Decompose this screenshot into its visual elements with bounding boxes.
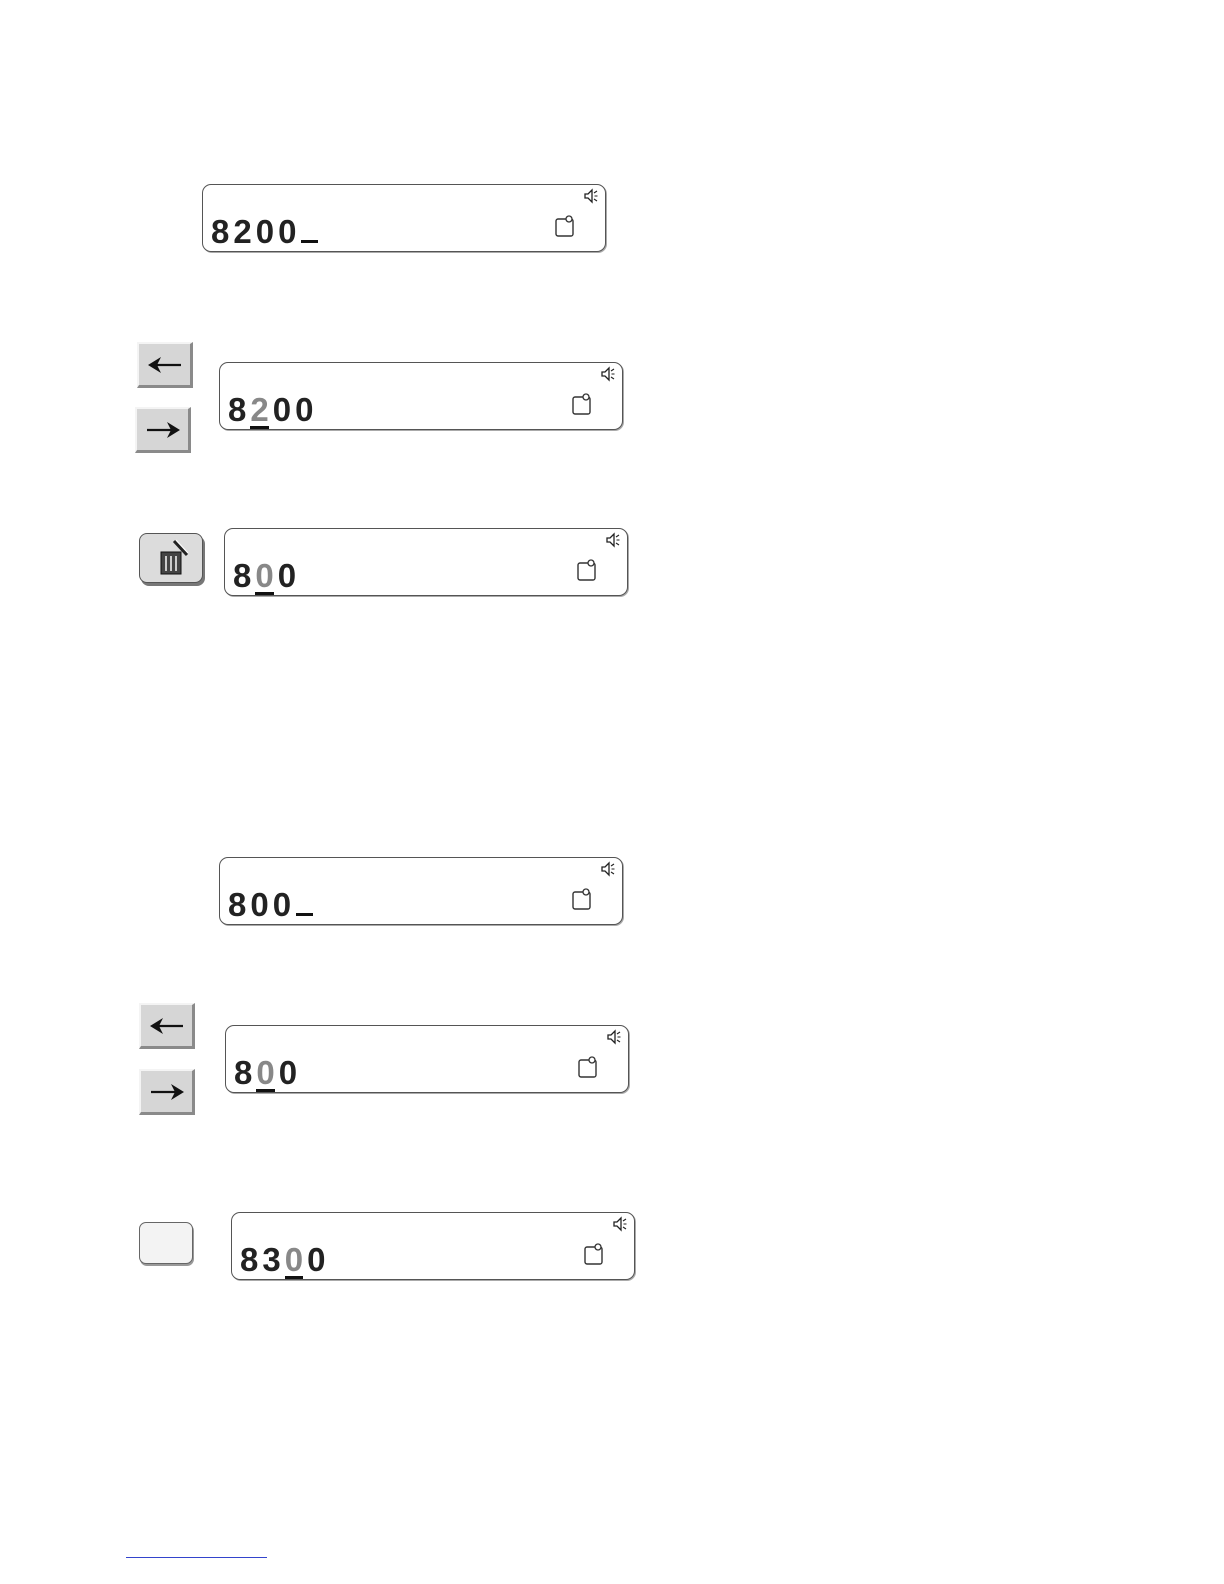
lcd-digits: 800: [234, 1056, 301, 1090]
chip-icon: [577, 559, 597, 581]
lcd-digits: 8200: [211, 215, 318, 249]
arrow-left-icon: [145, 353, 185, 377]
digit: 8: [228, 888, 250, 922]
digit: 0: [273, 888, 295, 922]
digit: 0: [278, 559, 300, 593]
speaker-icon: [612, 1216, 628, 1232]
digit: 0: [279, 1056, 301, 1090]
cursor-digit: 0: [285, 1243, 307, 1277]
cursor-digit: 0: [256, 1056, 278, 1090]
arrow-right-icon: [147, 1080, 187, 1104]
arrow-right-key[interactable]: [139, 1069, 195, 1115]
arrow-left-key[interactable]: [139, 1003, 195, 1049]
arrow-right-key[interactable]: [135, 407, 191, 453]
lcd-display-5: 800: [225, 1025, 629, 1093]
digit: 0: [273, 393, 295, 427]
digit: 8: [233, 559, 255, 593]
digit: 3: [262, 1243, 284, 1277]
arrow-right-icon: [143, 418, 183, 442]
arrow-left-key[interactable]: [137, 342, 193, 388]
digit: 8: [228, 393, 250, 427]
digit: 8: [234, 1056, 256, 1090]
chip-icon: [572, 393, 592, 415]
digit: 0: [256, 215, 278, 249]
footnote-rule: [126, 1557, 267, 1558]
speaker-icon: [600, 366, 616, 382]
cursor-digit: 2: [250, 393, 272, 427]
digit: 0: [295, 393, 317, 427]
chip-icon: [578, 1056, 598, 1078]
delete-key[interactable]: [139, 533, 203, 583]
lcd-display-1: 8200: [202, 184, 606, 252]
chip-icon: [572, 888, 592, 910]
delete-bin-icon: [151, 538, 191, 578]
arrow-left-icon: [147, 1014, 187, 1038]
lcd-display-3: 800: [224, 528, 628, 596]
lcd-digits: 800: [228, 888, 313, 922]
lcd-display-4: 800: [219, 857, 623, 925]
digit: 8: [240, 1243, 262, 1277]
entry-cursor: [301, 240, 318, 243]
digit-key[interactable]: [139, 1222, 193, 1264]
lcd-digits: 8200: [228, 393, 317, 427]
digit: 0: [278, 215, 300, 249]
lcd-digits: 8300: [240, 1243, 329, 1277]
digit: 8: [211, 215, 233, 249]
lcd-display-6: 8300: [231, 1212, 635, 1280]
speaker-icon: [600, 861, 616, 877]
digit: 0: [250, 888, 272, 922]
cursor-digit: 0: [255, 559, 277, 593]
entry-cursor: [296, 913, 313, 916]
speaker-icon: [606, 1029, 622, 1045]
chip-icon: [555, 215, 575, 237]
speaker-icon: [583, 188, 599, 204]
lcd-display-2: 8200: [219, 362, 623, 430]
speaker-icon: [605, 532, 621, 548]
digit: 2: [233, 215, 255, 249]
digit: 0: [307, 1243, 329, 1277]
chip-icon: [584, 1243, 604, 1265]
lcd-digits: 800: [233, 559, 300, 593]
